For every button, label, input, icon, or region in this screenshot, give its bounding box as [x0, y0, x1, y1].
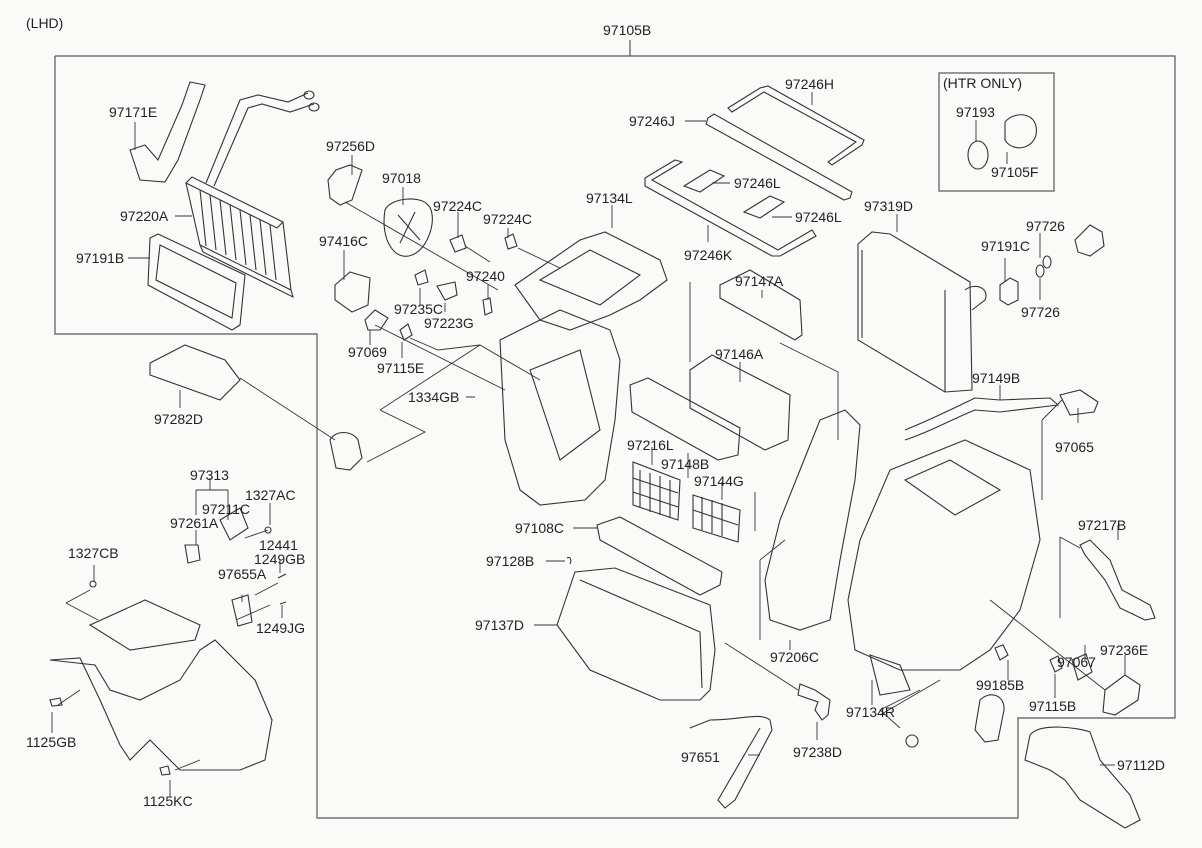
evaporator-97319d-drawing [857, 231, 973, 393]
part-label-99185B[interactable]: 99185B [976, 677, 1025, 693]
htr-only-inset-title: (HTR ONLY) [943, 75, 1023, 91]
duct-97112d-drawing [1024, 726, 1141, 829]
part-label-1125KC[interactable]: 1125KC [143, 793, 193, 809]
seal-97193-drawing [967, 140, 989, 170]
assembly-frame [54, 40, 1176, 819]
part-label-97137D[interactable]: 97137D [475, 617, 525, 633]
part-label-12441[interactable]: 12441 [259, 537, 298, 553]
gear-97018-drawing [383, 198, 433, 257]
part-label-97246J[interactable]: 97246J [629, 113, 675, 129]
part-label-97216L[interactable]: 97216L [627, 437, 674, 453]
leader-lines [51, 92, 1126, 797]
door-97146a-drawing [689, 354, 791, 451]
htr-only-inset-frame [938, 72, 1055, 192]
part-label-97193[interactable]: 97193 [956, 104, 995, 120]
seal-97246j-drawing [705, 113, 853, 201]
part-label-97206C[interactable]: 97206C [770, 649, 820, 665]
part-label-97223G[interactable]: 97223G [424, 315, 474, 331]
part-label-97211C[interactable]: 97211C [202, 501, 251, 517]
part-label-97256D[interactable]: 97256D [326, 138, 376, 154]
part-label-97246L-a[interactable]: 97246L [734, 175, 781, 191]
upper-case-97134l-drawing [514, 231, 668, 331]
part-label-1327AC[interactable]: 1327AC [245, 487, 296, 503]
part-label-97149B[interactable]: 97149B [972, 370, 1021, 386]
lower-case-97137d-drawing [556, 567, 716, 701]
part-label-97246H[interactable]: 97246H [785, 76, 835, 92]
part-label-1125GB[interactable]: 1125GB [26, 734, 77, 750]
part-label-97236E[interactable]: 97236E [1100, 642, 1149, 658]
hose-97651-drawing [689, 715, 773, 809]
variant-label: (LHD) [26, 15, 64, 31]
part-label-97108C[interactable]: 97108C [515, 520, 565, 536]
cap-97105f-drawing [1004, 114, 1037, 149]
part-label-97134R[interactable]: 97134R [846, 704, 896, 720]
seal-97246l-b-drawing [742, 195, 786, 219]
part-label-97261A[interactable]: 97261A [170, 515, 219, 531]
seal-97246l-a-drawing [682, 169, 726, 193]
part-label-1334GB[interactable]: 1334GB [408, 389, 460, 405]
part-label-97105B[interactable]: 97105B [603, 22, 652, 38]
part-label-97112D[interactable]: 97112D [1117, 757, 1166, 773]
part-label-97069[interactable]: 97069 [348, 344, 387, 360]
housing-97206c-drawing [764, 409, 861, 631]
seal-97191b-drawing [147, 233, 246, 331]
part-label-97115E[interactable]: 97115E [377, 360, 425, 376]
part-label-97105F[interactable]: 97105F [991, 164, 1039, 180]
part-label-97144G[interactable]: 97144G [694, 473, 744, 489]
door-97148b-drawing [629, 377, 741, 461]
module-outline-drawing [88, 599, 201, 651]
part-label-97171E[interactable]: 97171E [109, 104, 158, 120]
door-97147a-drawing [719, 269, 803, 341]
part-label-97018[interactable]: 97018 [382, 170, 421, 186]
part-label-1249GB[interactable]: 1249GB [254, 551, 306, 567]
heater-core-drawing [185, 90, 320, 299]
part-label-1327CB[interactable]: 1327CB [68, 545, 119, 561]
left-case-drawing [499, 309, 621, 506]
part-label-97147A[interactable]: 97147A [735, 273, 784, 289]
right-case-97134r-drawing [847, 439, 1041, 671]
part-label-97128B[interactable]: 97128B [486, 553, 535, 569]
part-label-97148B[interactable]: 97148B [661, 456, 710, 472]
part-label-97240[interactable]: 97240 [466, 268, 505, 284]
hose-97217b-drawing [1079, 539, 1156, 621]
part-label-97319D[interactable]: 97319D [864, 198, 914, 214]
part-label-97246K[interactable]: 97246K [684, 247, 733, 263]
part-label-97246L-b[interactable]: 97246L [795, 209, 842, 225]
part-label-97067[interactable]: 97067 [1057, 654, 1096, 670]
part-label-97238D[interactable]: 97238D [793, 744, 843, 760]
filter-97216l-drawing [632, 461, 681, 521]
part-label-97115B[interactable]: 97115B [1029, 698, 1077, 714]
part-label-97224C-a[interactable]: 97224C [433, 198, 483, 214]
part-label-97726-b[interactable]: 97726 [1021, 304, 1060, 320]
part-label-1249JG[interactable]: 1249JG [256, 620, 306, 636]
seal-97246h-drawing [727, 85, 865, 166]
part-label-97235C[interactable]: 97235C [394, 301, 444, 317]
seal-97246k-drawing [644, 159, 817, 257]
actuator-97256d-drawing [327, 164, 363, 206]
part-label-97191B[interactable]: 97191B [76, 250, 125, 266]
hose-97238d-drawing [797, 683, 831, 721]
part-label-97416C[interactable]: 97416C [319, 233, 369, 249]
bracket-97171e-drawing [129, 81, 206, 183]
part-label-97146A[interactable]: 97146A [715, 346, 764, 362]
part-label-97282D[interactable]: 97282D [154, 411, 204, 427]
filter-97144g-drawing [692, 494, 741, 543]
part-label-97217B[interactable]: 97217B [1078, 517, 1127, 533]
part-label-97655A[interactable]: 97655A [218, 566, 267, 582]
part-label-97224C-b[interactable]: 97224C [483, 211, 533, 227]
pipe-97149b-drawing [904, 397, 1060, 441]
duct-97282d-drawing [149, 344, 241, 401]
part-label-97065[interactable]: 97065 [1055, 439, 1094, 455]
part-label-97134L[interactable]: 97134L [586, 190, 633, 206]
part-label-97313[interactable]: 97313 [190, 467, 229, 483]
part-label-97220A[interactable]: 97220A [120, 208, 169, 224]
part-label-97651[interactable]: 97651 [681, 749, 720, 765]
part-label-97191C[interactable]: 97191C [981, 238, 1031, 254]
part-label-97726-a[interactable]: 97726 [1026, 218, 1065, 234]
pan-97108c-drawing [596, 516, 723, 596]
